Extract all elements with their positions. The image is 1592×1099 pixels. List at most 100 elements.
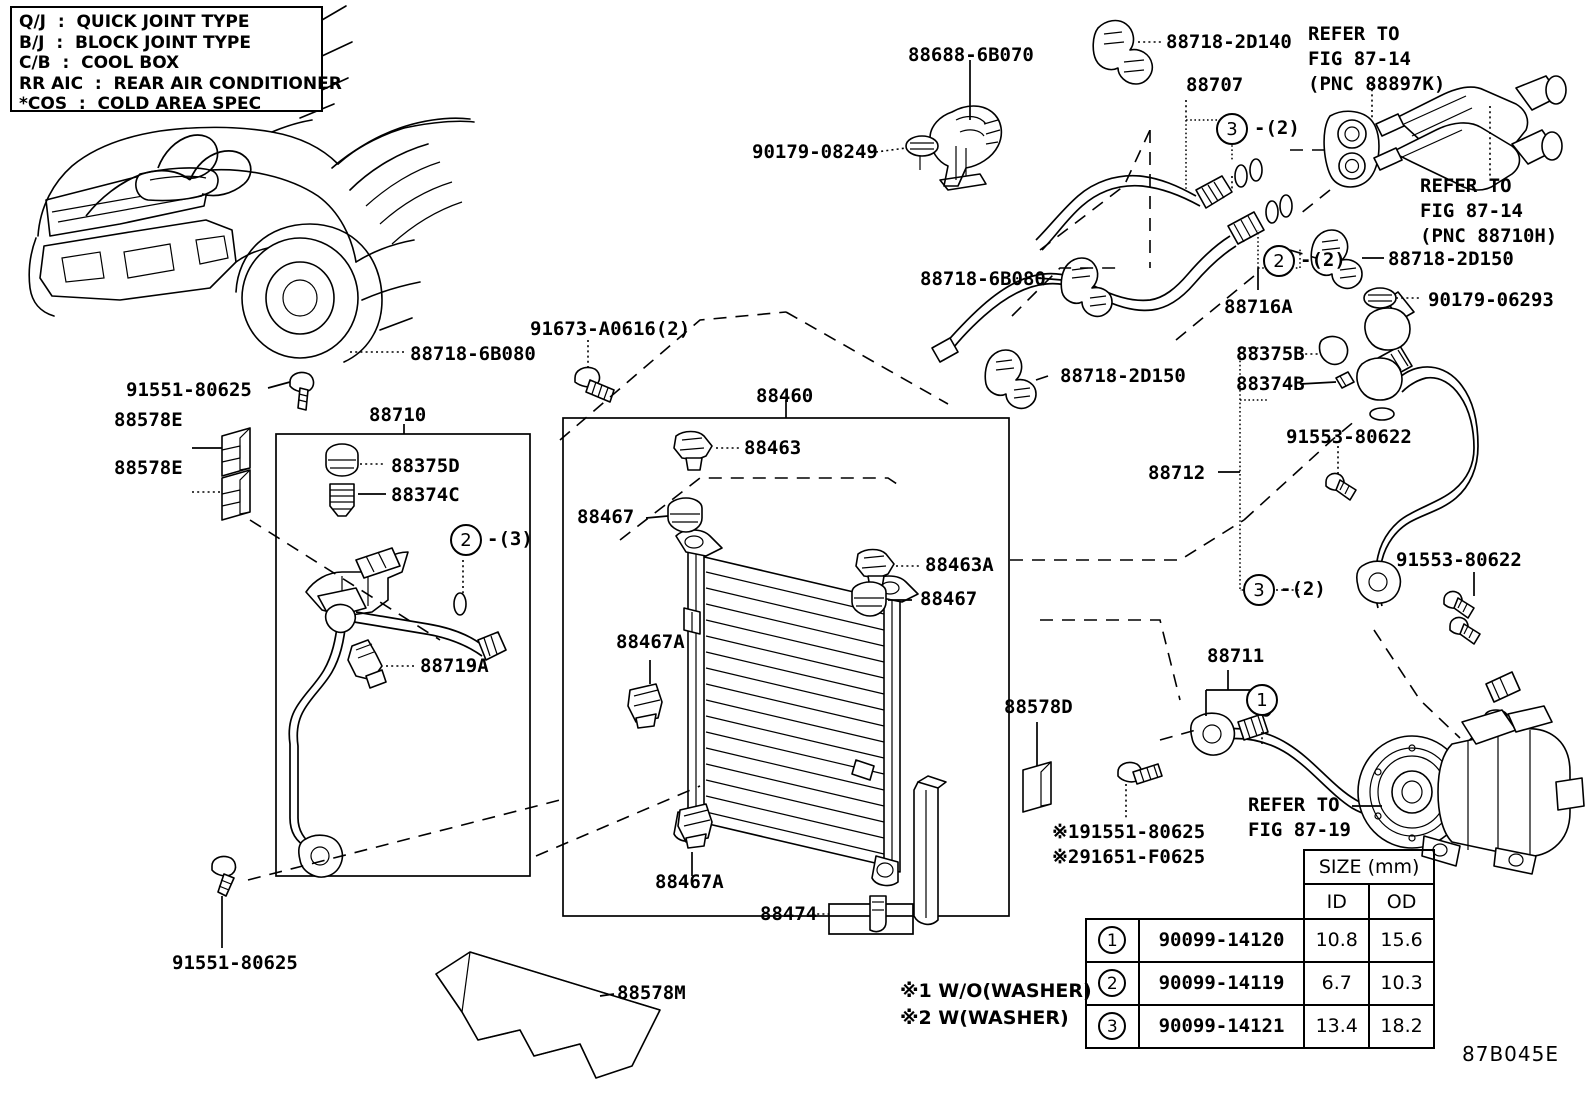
part-88578M [435,951,661,1079]
legend-box: Q/J : QUICK JOINT TYPE B/J : BLOCK JOINT… [10,6,342,114]
label-88712: 88712 [1148,462,1206,484]
size-row-1-od: 15.6 [1368,917,1435,963]
part-88467A-left [627,683,663,729]
label-90179-08249: 90179-08249 [752,141,878,163]
label-88718-6B080-left: 88718-6B080 [410,343,536,365]
balloon-2-left: 2 [450,524,482,556]
size-row-1-index: 1 [1085,917,1140,963]
size-table-header-od: OD [1368,883,1435,920]
legend-row-bj: B/J : BLOCK JOINT TYPE [19,32,251,53]
label-88718-2D140: 88718-2D140 [1166,31,1292,53]
label-refer-8714-88710H-line3: (PNC 88710H) [1420,225,1558,247]
compressor-bolt [1449,616,1481,645]
label-88467A-bottom: 88467A [655,871,724,893]
legend-row-cos: *COS : COLD AREA SPEC [19,94,262,114]
label-88578M: 88578M [617,982,686,1004]
size-row-2-part-no: 90099-14119 [1137,960,1306,1006]
label-88718-6B080-mid: 88718-6B080 [920,268,1046,290]
table-row: 3 90099-14121 13.4 18.2 [1085,1003,1435,1050]
size-row-3-part-no: 90099-14121 [1137,1003,1306,1050]
label-91551-80625-top: 91551-80625 [126,379,252,401]
label-88688-6B070: 88688-6B070 [908,44,1034,66]
label-88375D: 88375D [391,455,460,477]
part-88467A-bottom [677,803,713,849]
label-88719A: 88719A [420,655,489,677]
note-washer-2: ※2 W(WASHER) [900,1007,1069,1029]
legend-row-rraic: RR AIC : REAR AIR CONDITIONER [19,73,342,94]
balloon-2-mid: 2 [1263,245,1295,277]
part-191551-80625-screw [1117,761,1163,785]
label-refer-8714-88710H-line1: REFER TO [1420,175,1512,197]
table-row: 2 90099-14119 6.7 10.3 [1085,960,1435,1006]
size-table: SIZE (mm) ID OD 1 90099-14120 10.8 15.6 … [1085,848,1435,1050]
part-88578D [1022,761,1052,813]
label-88710: 88710 [369,404,427,426]
part-88375D [325,443,359,477]
label-refer-8714-88897K-line2: FIG 87-14 [1308,48,1411,70]
part-88897K-flange [1323,110,1380,188]
balloon-3-right-qty: -(2) [1280,578,1326,600]
part-88578E-2 [221,469,251,521]
label-88467-right: 88467 [920,588,978,610]
part-88463 [673,430,713,471]
part-88374C [329,483,355,517]
part-88718-2D140 [1092,19,1154,85]
part-88467-left [667,497,703,533]
label-88707: 88707 [1186,74,1244,96]
label-88718-2D150-mid: 88718-2D150 [1060,365,1186,387]
label-88474: 88474 [760,903,818,925]
note-191551-80625: ※191551-80625 [1052,821,1206,843]
part-88710H-tube [1373,75,1567,191]
label-88467-left: 88467 [577,506,635,528]
size-table-header-id: ID [1303,883,1371,920]
label-88463A: 88463A [925,554,994,576]
size-row-2-index: 2 [1085,960,1140,1006]
balloon-2-left-qty: -(3) [487,528,533,550]
part-91673-A0616 [574,366,615,403]
size-row-1-id: 10.8 [1303,917,1371,963]
part-condenser-core [673,529,947,926]
label-90179-06293: 90179-06293 [1428,289,1554,311]
part-88718-6B080-mid [1060,257,1113,318]
label-refer-8719-line2: FIG 87-19 [1248,819,1351,841]
figure-id: 87B045E [1462,1042,1559,1066]
part-88474 [828,895,914,935]
part-88467-right [851,581,887,617]
label-88460: 88460 [756,385,814,407]
vehicle-illustration [28,5,475,363]
size-row-3-index: 3 [1085,1003,1140,1050]
label-88374B: 88374B [1236,373,1305,395]
part-88710-pipe [288,547,507,878]
label-88718-2D150-right: 88718-2D150 [1388,248,1514,270]
label-88375B: 88375B [1236,343,1305,365]
label-91553-80622-top: 91553-80622 [1286,426,1412,448]
compressor-assembly [1357,705,1585,875]
balloon-3-top-qty: -(2) [1254,117,1300,139]
label-88711: 88711 [1207,645,1265,667]
part-88718-2D150-mid [984,349,1037,410]
size-row-2-od: 10.3 [1368,960,1435,1006]
part-91551-80625-top [289,371,315,411]
part-88707-hose [1035,158,1263,251]
label-91553-80622-bottom: 91553-80622 [1396,549,1522,571]
size-row-1-part-no: 90099-14120 [1137,917,1306,963]
label-88578E-1: 88578E [114,409,183,431]
label-88374C: 88374C [391,484,460,506]
label-88716A: 88716A [1224,296,1293,318]
label-91673-A0616: 91673-A0616(2) [530,318,691,340]
part-88578E-1 [221,427,251,477]
part-88688-6B070 [905,105,1003,191]
balloon-3-right: 3 [1243,574,1275,606]
label-refer-8714-88897K-line1: REFER TO [1308,23,1400,45]
part-88712-pipe [1239,287,1479,619]
part-91551-80625-bottom [211,855,237,897]
part-88718-2D150-right [1310,229,1363,290]
balloon-1-compressor: 1 [1246,684,1278,716]
size-row-3-od: 18.2 [1368,1003,1435,1050]
legend-row-cb: C/B : COOL BOX [19,53,180,73]
label-refer-8714-88897K-line3: (PNC 88897K) [1308,73,1446,95]
label-88578D: 88578D [1004,696,1073,718]
balloon-3-top: 3 [1216,113,1248,145]
